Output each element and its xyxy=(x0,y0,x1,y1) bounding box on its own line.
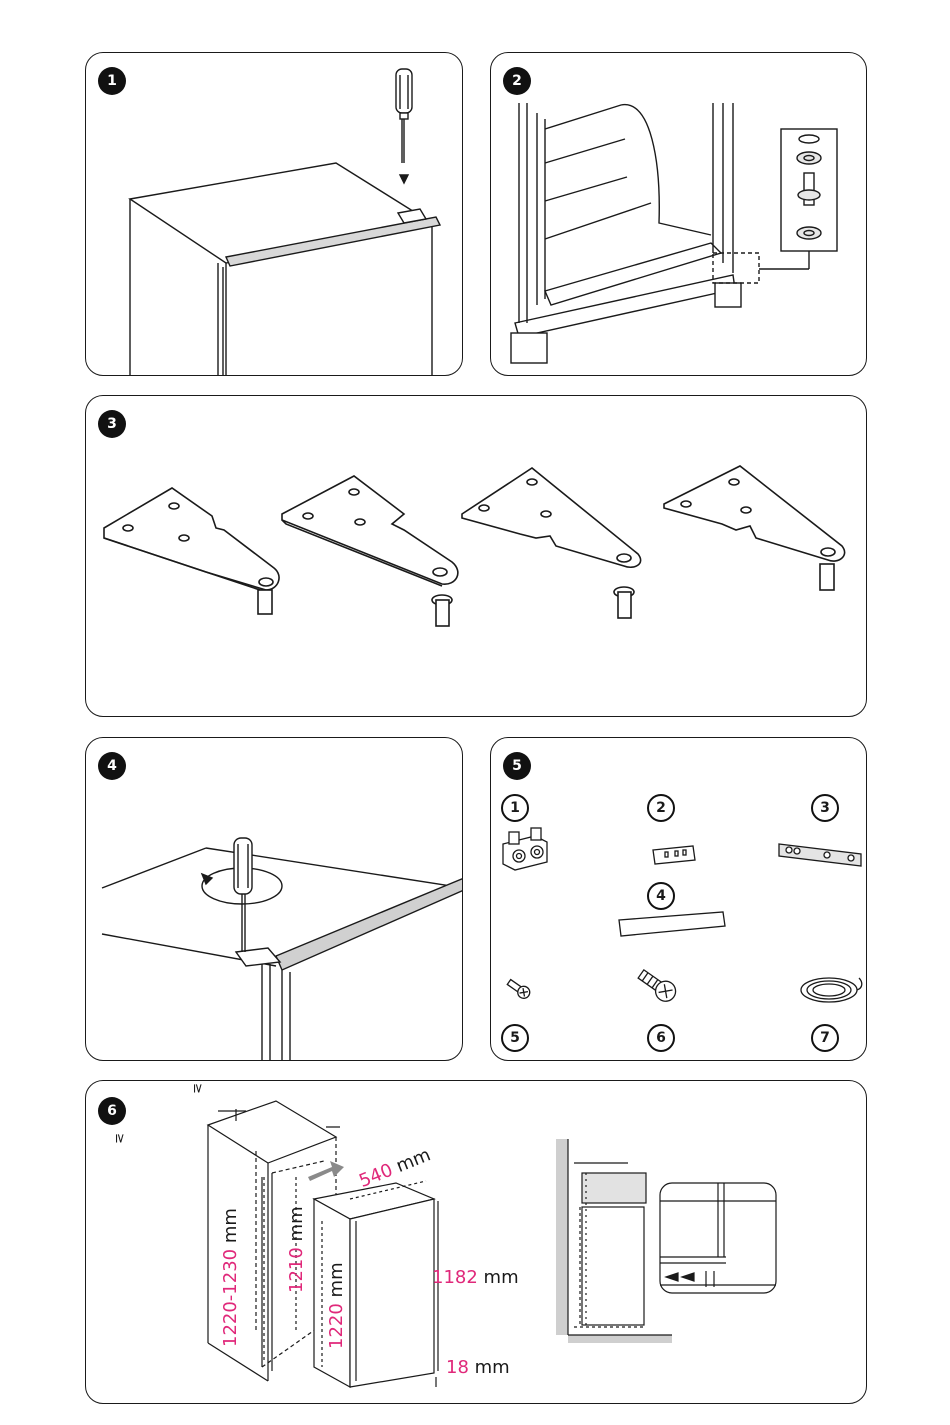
step-1-badge: 1 xyxy=(98,67,126,95)
step-6-badge: 6 xyxy=(98,1097,126,1125)
dim-inner-height: 1210 mm xyxy=(286,1206,307,1293)
step-5-badge: 5 xyxy=(503,752,531,780)
door-top-screw-illustration xyxy=(86,738,463,1061)
step-5-panel: 5 1 2 3 4 5 6 7 xyxy=(490,737,867,1061)
fridge-bottom-hinge-illustration xyxy=(491,53,867,376)
step-4-badge: 4 xyxy=(98,752,126,780)
step-2-panel: 2 xyxy=(490,52,867,376)
dim-inner-height-value: 1210 xyxy=(286,1247,307,1293)
dim-inner-height-unit: mm xyxy=(286,1206,307,1241)
part-2-label: 2 xyxy=(647,794,675,822)
fridge-top-hinge-illustration xyxy=(86,53,463,376)
part-3-label: 3 xyxy=(811,794,839,822)
dim-niche-height-value: 1220-1230 xyxy=(220,1249,241,1347)
part-4-label: 4 xyxy=(647,882,675,910)
dim-plinth-unit: mm xyxy=(475,1357,510,1378)
step-6-panel: 6 ≥ ≥ xyxy=(85,1080,867,1404)
step-1-panel: 1 xyxy=(85,52,463,376)
step-2-badge: 2 xyxy=(503,67,531,95)
step-3-panel: 3 xyxy=(85,395,867,717)
part-7-label: 7 xyxy=(811,1024,839,1052)
dim-niche-height: 1220-1230 mm xyxy=(220,1208,241,1347)
dim-appliance-height-unit: mm xyxy=(484,1267,519,1288)
hinge-plates-illustration xyxy=(86,396,867,717)
part-5-label: 5 xyxy=(501,1024,529,1052)
part-6-label: 6 xyxy=(647,1024,675,1052)
dim-plinth-value: 18 xyxy=(446,1357,469,1378)
dim-plinth: 18 mm xyxy=(446,1357,510,1378)
parts-kit-illustration xyxy=(491,738,867,1061)
dim-door-height: 1220 mm xyxy=(326,1262,347,1349)
dim-door-height-unit: mm xyxy=(326,1262,347,1297)
step-4-panel: 4 xyxy=(85,737,463,1061)
part-1-label: 1 xyxy=(501,794,529,822)
min-symbol-left: ≥ xyxy=(112,1133,127,1144)
dim-appliance-height: 1182 mm xyxy=(432,1267,519,1288)
step-3-badge: 3 xyxy=(98,410,126,438)
dim-niche-height-unit: mm xyxy=(220,1208,241,1243)
min-symbol-top: ≥ xyxy=(190,1083,205,1094)
dim-appliance-height-value: 1182 xyxy=(432,1267,478,1288)
dim-door-height-value: 1220 xyxy=(326,1303,347,1349)
installation-dimensions-illustration xyxy=(86,1081,867,1404)
